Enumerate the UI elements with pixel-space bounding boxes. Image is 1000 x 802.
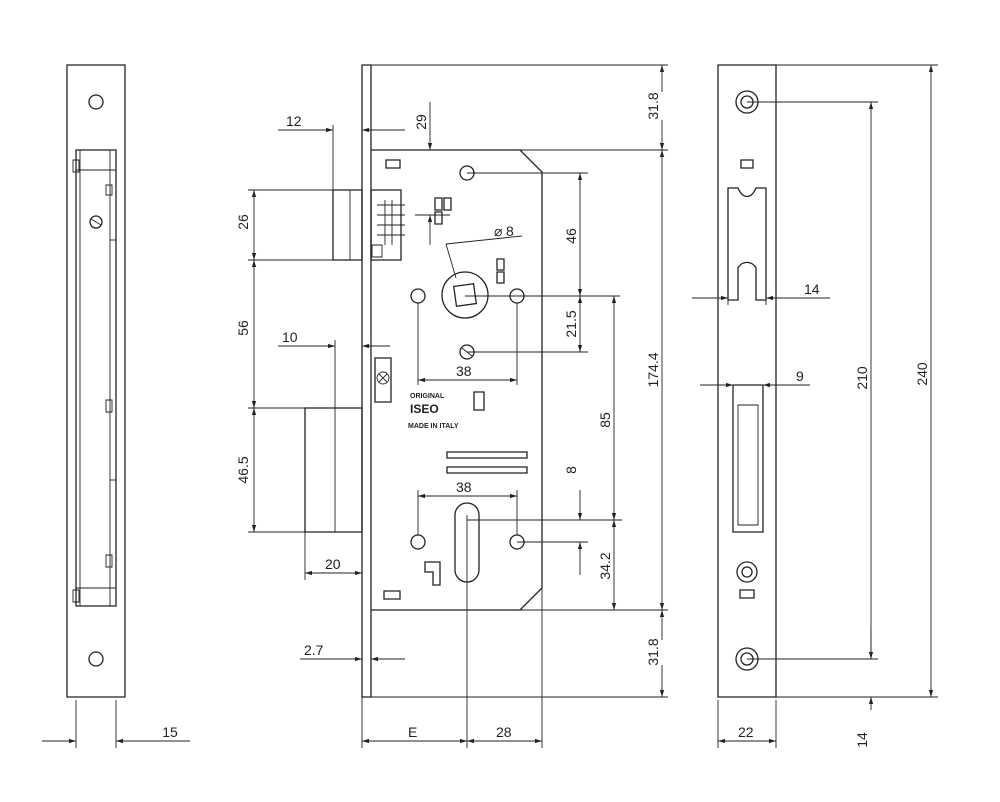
- handle-follower: [442, 272, 488, 318]
- case-slot-bottom: [384, 591, 400, 599]
- case-slot-top: [386, 160, 400, 168]
- euro-cylinder-cutout: [455, 503, 479, 582]
- fixing-hole-left: [411, 289, 425, 303]
- dim-8-diameter-symbol: ⌀: [494, 223, 502, 239]
- side-case-body: [76, 150, 116, 606]
- front-view: ⌀ 8 ORIGINAL ISEO MADE IN ITALY 12: [235, 65, 668, 748]
- deadbolt: [305, 408, 362, 532]
- dim-56: 56: [235, 320, 251, 336]
- dim-2-7: 2.7: [304, 642, 324, 658]
- strike-plate-view: 14 9 210 240 14 22: [692, 65, 938, 748]
- dim-9: 9: [796, 368, 804, 384]
- strike-latch-opening: [728, 188, 766, 300]
- dim-174-4: 174.4: [645, 352, 661, 387]
- slot-lower: [447, 467, 527, 473]
- dim-21-5: 21.5: [563, 310, 579, 337]
- dim-28: 28: [496, 724, 512, 740]
- dim-12: 12: [286, 113, 302, 129]
- dim-31-8-top: 31.8: [645, 92, 661, 119]
- dim-14-top: 14: [804, 281, 820, 297]
- strike-aux-hole-outer: [737, 562, 757, 582]
- deadbolt-guide: [375, 358, 391, 402]
- dim-15: 15: [162, 724, 178, 740]
- strike-small-slot-bottom: [740, 590, 754, 598]
- brand-made-in: MADE IN ITALY: [408, 423, 459, 430]
- cam-part: [425, 562, 440, 585]
- side-screw-hole-top: [89, 95, 103, 109]
- dim-85: 85: [597, 412, 613, 428]
- latch-bolt: [333, 190, 362, 260]
- lock-case: [371, 150, 542, 610]
- dim-38-bottom: 38: [456, 479, 472, 495]
- dim-46-5: 46.5: [235, 456, 251, 483]
- strike-small-slot-top: [741, 160, 753, 168]
- dim-10: 10: [282, 329, 298, 345]
- strike-deadbolt-opening: [733, 385, 763, 532]
- side-screw-hole-bottom: [89, 652, 103, 666]
- dim-20: 20: [325, 556, 341, 572]
- dim-29: 29: [413, 114, 429, 130]
- dim-8-diameter: 8: [506, 223, 514, 239]
- side-screw-icon: [90, 216, 102, 228]
- brand-original: ORIGINAL: [410, 393, 445, 400]
- slot-upper: [447, 452, 527, 458]
- cylinder-hole-left: [411, 535, 425, 549]
- dim-210: 210: [854, 366, 870, 390]
- dim-22: 22: [738, 724, 754, 740]
- dim-31-8-bottom: 31.8: [645, 638, 661, 665]
- strike-aux-hole-inner: [742, 567, 752, 577]
- dim-240: 240: [914, 362, 930, 386]
- side-faceplate: [67, 65, 125, 697]
- dim-34-2: 34.2: [597, 552, 613, 579]
- dim-38-top: 38: [456, 363, 472, 379]
- strike-plate: [718, 65, 776, 697]
- dim-46: 46: [563, 228, 579, 244]
- dim-8: 8: [563, 466, 579, 474]
- front-faceplate: [362, 65, 371, 697]
- spindle-square: [454, 284, 477, 307]
- dim-14-bottom: 14: [854, 732, 870, 748]
- dim-26: 26: [235, 214, 251, 230]
- brand-logo: ISEO: [410, 402, 439, 416]
- dim-E: E: [408, 724, 417, 740]
- side-view: 15: [42, 65, 190, 748]
